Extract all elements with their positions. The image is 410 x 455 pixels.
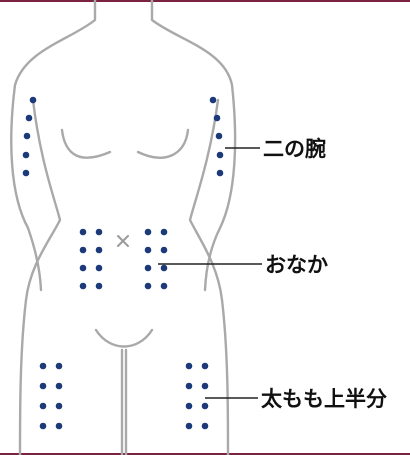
site-dot [217,170,224,177]
site-dot [30,97,37,104]
site-dot [202,363,209,370]
site-dot [161,229,168,236]
site-dot [40,403,47,410]
abdomen-left-sites [80,229,103,290]
site-dot [186,363,193,370]
site-dot [40,363,47,370]
groin-outline [96,330,152,347]
site-dot [80,229,87,236]
site-dot [214,115,221,122]
site-dot [26,115,33,122]
site-dot [216,133,223,140]
site-dot [56,403,63,410]
left-thigh-sites [40,363,63,430]
site-dot [217,152,224,159]
right-shoulder-arm-outline [152,0,235,290]
right-chest-outline [138,130,188,158]
site-dot [24,133,31,140]
site-dot [186,423,193,430]
abdomen-label: おなか [265,253,328,277]
site-dot [186,403,193,410]
site-dot [145,229,152,236]
left-chest-outline [62,130,110,158]
site-dot [96,265,103,272]
navel-mark [118,236,128,246]
site-dot [202,423,209,430]
site-dot [56,423,63,430]
site-dot [145,283,152,290]
site-dot [96,283,103,290]
site-dot [202,383,209,390]
site-dot [40,383,47,390]
site-dot [56,363,63,370]
site-dot [161,283,168,290]
site-dot [23,152,30,159]
thigh-label: 太もも上半分 [261,387,387,411]
site-dot [161,247,168,254]
right-thigh-sites [186,363,209,430]
site-dot [23,170,30,177]
site-dot [202,403,209,410]
site-dot [56,383,63,390]
abdomen-right-sites [145,229,168,290]
site-dot [96,229,103,236]
site-dot [145,247,152,254]
upper-arm-label: 二の腕 [263,137,326,161]
site-dot [210,97,217,104]
site-dot [186,383,193,390]
site-dot [96,247,103,254]
site-dot [161,265,168,272]
site-dot [145,265,152,272]
site-dot [40,423,47,430]
site-dot [80,283,87,290]
left-shoulder-arm-outline [11,0,95,290]
site-dot [80,265,87,272]
site-dot [80,247,87,254]
